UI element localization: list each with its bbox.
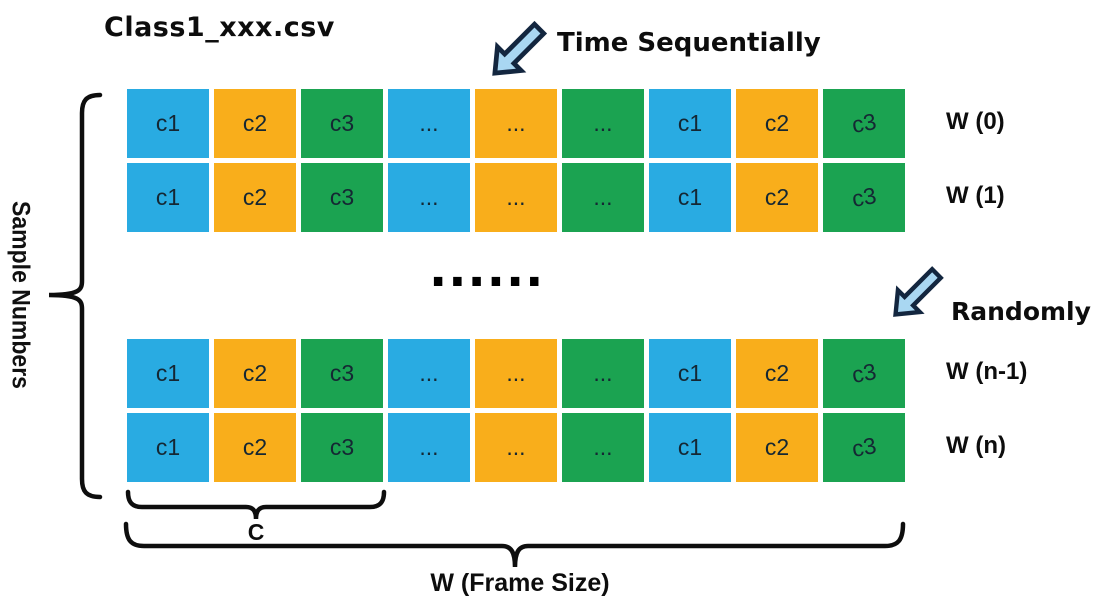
cell-c1: c1 — [649, 163, 731, 232]
cell-label: ... — [419, 434, 439, 460]
cell-ellipsis: ... — [475, 163, 557, 232]
cell-ellipsis: ... — [388, 339, 470, 408]
cell-ellipsis: ... — [475, 339, 557, 408]
cell-label: c2 — [242, 434, 268, 460]
cell-label: c2 — [764, 434, 790, 460]
cell-label: c2 — [242, 184, 268, 210]
cell-c2: c2 — [214, 163, 296, 232]
cell-label: c1 — [677, 360, 703, 386]
sample-numbers-brace — [48, 92, 103, 500]
cell-c2: c2 — [214, 339, 296, 408]
cell-c2: c2 — [736, 339, 818, 408]
rows-ellipsis: ...... — [429, 242, 545, 298]
cell-ellipsis: ... — [562, 339, 644, 408]
cell-ellipsis: ... — [388, 413, 470, 482]
frame-row: c1 c2 c3......... c1 c2 c3 — [127, 163, 905, 232]
cell-c3: c3 — [301, 163, 383, 232]
cell-label: ... — [419, 184, 439, 210]
cell-ellipsis: ... — [562, 413, 644, 482]
cell-c3: c3 — [823, 339, 905, 408]
cell-label: ... — [593, 110, 613, 136]
cell-label: c1 — [677, 184, 703, 210]
time-sequential-arrow-icon — [492, 20, 548, 76]
cell-label: c1 — [155, 110, 181, 136]
cell-ellipsis: ... — [388, 163, 470, 232]
cell-c3: c3 — [301, 89, 383, 158]
file-title: Class1_xxx.csv — [104, 12, 335, 43]
cell-c2: c2 — [736, 89, 818, 158]
cell-ellipsis: ... — [388, 89, 470, 158]
cell-label: c1 — [677, 434, 703, 460]
cell-label: c3 — [329, 110, 355, 136]
row-label: W (n-1) — [946, 358, 1028, 385]
cell-c1: c1 — [127, 413, 209, 482]
cell-c2: c2 — [214, 89, 296, 158]
frame-row: c1 c2 c3......... c1 c2 c3 — [127, 413, 905, 482]
cell-c3: c3 — [301, 413, 383, 482]
cell-c3: c3 — [301, 339, 383, 408]
cell-label: c3 — [329, 184, 355, 210]
row-label: W (n) — [946, 432, 1006, 459]
frame-size-label: W (Frame Size) — [430, 569, 610, 597]
cell-label: c2 — [242, 110, 268, 136]
row-label: W (0) — [946, 108, 1005, 135]
cell-label: ... — [506, 434, 526, 460]
cell-c3: c3 — [823, 89, 905, 158]
cell-c1: c1 — [127, 339, 209, 408]
cell-label: ... — [419, 360, 439, 386]
frame-size-brace — [123, 521, 906, 568]
row-label: W (1) — [946, 182, 1005, 209]
cell-label: ... — [506, 360, 526, 386]
cell-ellipsis: ... — [562, 163, 644, 232]
cell-label: c2 — [764, 184, 790, 210]
randomly-arrow-icon — [893, 266, 944, 317]
cell-c2: c2 — [736, 163, 818, 232]
cell-label: ... — [593, 360, 613, 386]
cell-c2: c2 — [736, 413, 818, 482]
cell-c3: c3 — [823, 413, 905, 482]
cell-label: ... — [506, 110, 526, 136]
cell-label: c3 — [849, 108, 879, 138]
frame-row: c1 c2 c3......... c1 c2 c3 — [127, 339, 905, 408]
cell-label: c3 — [849, 182, 879, 212]
cell-c1: c1 — [649, 339, 731, 408]
c-width-brace — [125, 489, 387, 520]
cell-c1: c1 — [127, 89, 209, 158]
randomly-label: Randomly — [951, 297, 1091, 326]
cell-ellipsis: ... — [562, 89, 644, 158]
cell-label: ... — [419, 110, 439, 136]
cell-label: c3 — [329, 360, 355, 386]
cell-label: c2 — [764, 110, 790, 136]
cell-label: ... — [593, 434, 613, 460]
cell-c1: c1 — [649, 413, 731, 482]
cell-c1: c1 — [649, 89, 731, 158]
cell-label: c3 — [849, 432, 879, 462]
time-sequential-label: Time Sequentially — [557, 28, 821, 58]
cell-label: c2 — [242, 360, 268, 386]
sample-numbers-label: Sample Numbers — [6, 201, 35, 389]
frame-row: c1 c2 c3......... c1 c2 c3 — [127, 89, 905, 158]
cell-ellipsis: ... — [475, 413, 557, 482]
cell-label: c1 — [155, 434, 181, 460]
cell-label: ... — [506, 184, 526, 210]
cell-c1: c1 — [127, 163, 209, 232]
c-width-label: C — [247, 519, 265, 545]
cell-label: c1 — [155, 360, 181, 386]
cell-c2: c2 — [214, 413, 296, 482]
cell-label: c2 — [764, 360, 790, 386]
cell-label: c1 — [155, 184, 181, 210]
cell-label: c3 — [849, 358, 879, 388]
cell-ellipsis: ... — [475, 89, 557, 158]
cell-label: c1 — [677, 110, 703, 136]
cell-label: c3 — [329, 434, 355, 460]
cell-c3: c3 — [823, 163, 905, 232]
cell-label: ... — [593, 184, 613, 210]
